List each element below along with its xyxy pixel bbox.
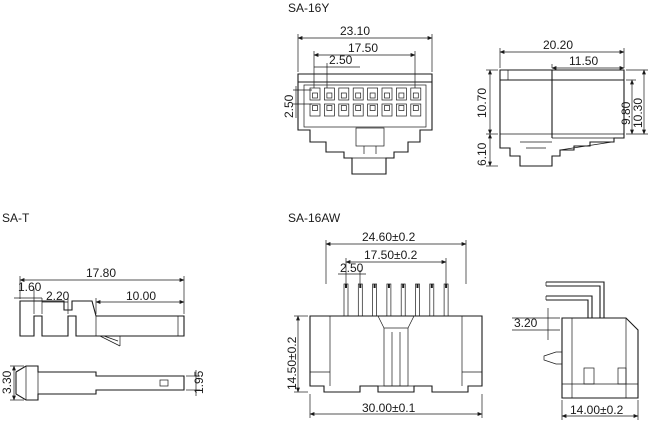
pin-tip (359, 284, 362, 288)
dim-t-length: 17.80 (86, 266, 116, 280)
cavity (338, 87, 350, 101)
dim-aw-side-depth: 14.00±0.2 (570, 403, 624, 417)
pin-tip (430, 284, 433, 288)
cavity (367, 103, 378, 117)
cavity-window (384, 92, 390, 99)
cavity (309, 103, 321, 117)
cavity-window (355, 92, 362, 99)
dim-y-side-depth: 20.20 (543, 38, 573, 52)
dim-y-side-h2: 10.30 (631, 98, 645, 128)
pin (443, 283, 449, 317)
cavity-window (412, 105, 419, 111)
cavity-grid (309, 87, 422, 117)
dim-y-side-height: 10.70 (475, 88, 489, 118)
sat-terminal-view: SA-T 17.80 1.60 2.20 10.00 (0, 211, 206, 401)
cavity (324, 87, 335, 101)
cavity-window (398, 92, 405, 99)
pin (400, 283, 406, 317)
pin-tip (373, 284, 376, 288)
pin (357, 283, 363, 317)
dim-aw-pin-span: 24.60±0.2 (362, 230, 416, 244)
dim-t-b: 2.20 (46, 289, 70, 303)
cavity-window (398, 105, 405, 111)
pin (343, 283, 349, 317)
pin (372, 283, 377, 317)
dim-t-c: 10.00 (126, 289, 156, 303)
cavity-window (326, 105, 333, 111)
cavity (410, 103, 422, 117)
pin (429, 283, 435, 317)
dim-aw-side-pin: 3.20 (514, 316, 538, 330)
pin-tip (416, 284, 419, 288)
title-sa16aw: SA-16AW (288, 211, 341, 225)
dim-aw-width: 30.00±0.1 (362, 401, 416, 415)
dim-y-row-pitch: 2.50 (282, 94, 296, 118)
cavity (338, 103, 350, 117)
title-sa16y: SA-16Y (288, 1, 329, 15)
pin (415, 283, 420, 317)
cavity-window (326, 92, 333, 99)
cavity-window (312, 105, 318, 111)
pin-tip (387, 284, 390, 288)
dim-t-w: 1.95 (192, 370, 206, 394)
cavity (410, 87, 422, 101)
sa16y-side-view: 20.20 11.50 10.70 6.10 9.80 10.30 (475, 38, 648, 167)
cavity (309, 87, 321, 101)
pin-row (343, 283, 449, 317)
cavity (396, 87, 407, 101)
cavity (352, 87, 364, 101)
cavity (381, 87, 393, 101)
dim-y-width: 23.10 (340, 24, 370, 38)
cavity-window (355, 105, 362, 111)
cavity (396, 103, 407, 117)
cavity-window (369, 92, 376, 99)
dim-aw-pitch: 2.50 (340, 261, 364, 275)
dim-y-side-h1: 9.80 (619, 101, 633, 125)
sa16y-front-view: SA-16Y 23.10 17.50 2.50 2.50 (282, 1, 433, 175)
dim-y-side-body: 11.50 (569, 54, 598, 68)
dim-t-h: 3.30 (0, 370, 14, 394)
cavity (352, 103, 364, 117)
dim-y-pitch: 2.50 (329, 53, 353, 67)
dim-aw-pitch-span: 17.50±0.2 (364, 248, 418, 262)
pin (386, 283, 392, 317)
dim-t-a: 1.60 (18, 280, 42, 294)
pin-tip (445, 284, 448, 288)
dim-y-side-latch: 6.10 (475, 142, 489, 166)
cavity (367, 87, 378, 101)
cavity (381, 103, 393, 117)
cavity-window (384, 105, 390, 111)
title-sat: SA-T (2, 211, 30, 225)
sa16aw-front-view: SA-16AW 24.60±0.2 17.50±0.2 2.50 14.50±0… (285, 211, 483, 418)
dim-aw-height: 14.50±0.2 (285, 336, 299, 390)
dim-y-pitch-span: 17.50 (348, 41, 378, 55)
cavity-window (340, 105, 347, 111)
cavity-window (369, 105, 376, 111)
cavity-window (340, 92, 347, 99)
pin-tip (345, 284, 347, 288)
sa16aw-side-view: 3.20 14.00±0.2 (512, 281, 639, 420)
cavity (324, 103, 335, 117)
cavity-window (312, 92, 318, 99)
pin-tip (402, 284, 405, 288)
cavity-window (412, 92, 419, 99)
